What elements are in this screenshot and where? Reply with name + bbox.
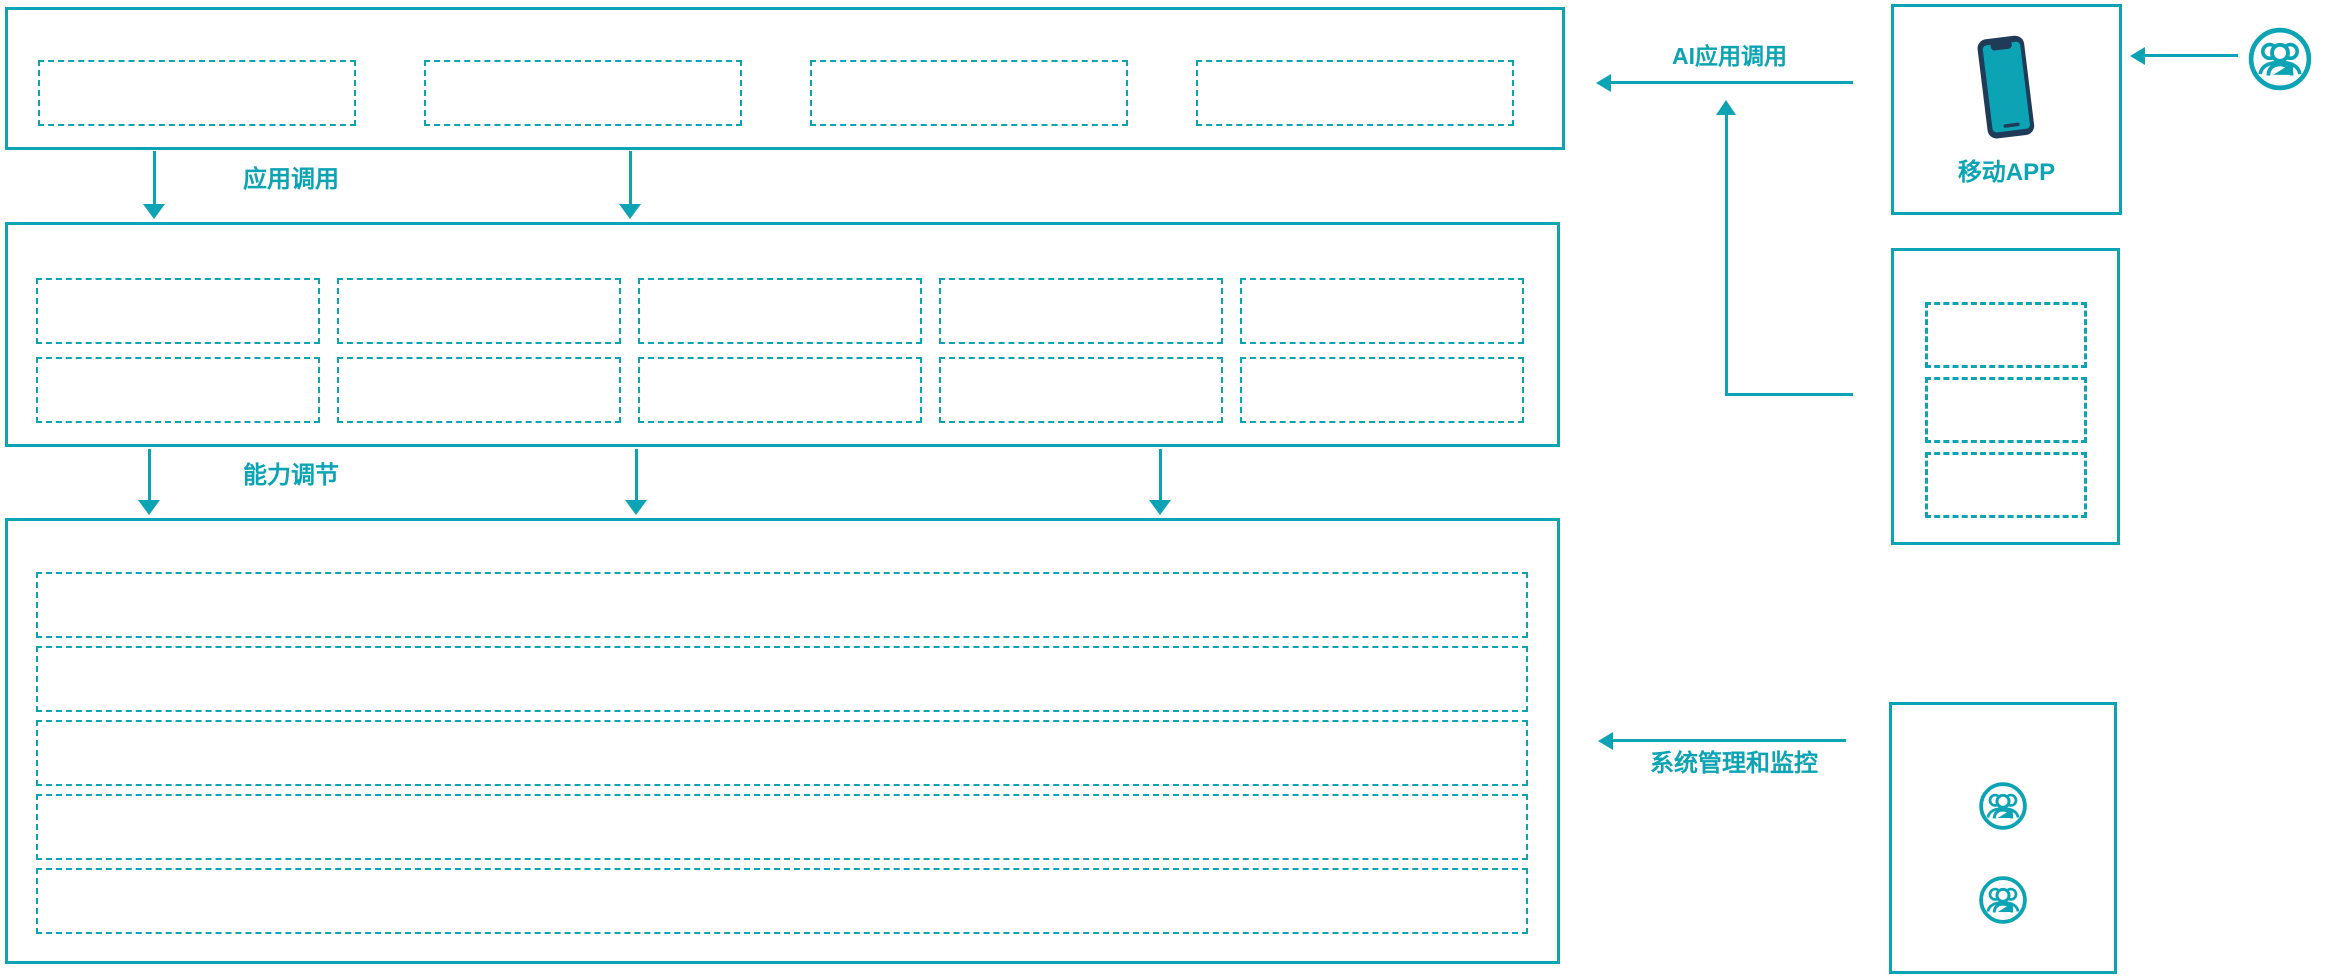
platform-placeholder-row xyxy=(36,720,1528,786)
user-group-icon xyxy=(2247,26,2313,92)
capability-placeholder-box xyxy=(638,357,922,423)
capability-placeholder-box xyxy=(337,278,621,344)
application-placeholder-box xyxy=(1196,60,1514,126)
admin-users-box xyxy=(1889,702,2117,974)
arrow-line xyxy=(1612,739,1846,742)
user-group-icon xyxy=(1978,875,2028,925)
arrow-line xyxy=(1610,81,1853,84)
arrow-line xyxy=(2144,54,2238,57)
api-placeholder-box xyxy=(1924,452,2087,518)
left-arrowhead-icon xyxy=(1596,74,1611,92)
api-placeholder-box xyxy=(1924,302,2087,368)
application-placeholder-box xyxy=(424,60,742,126)
capability-layer-box xyxy=(5,222,1560,447)
capability-placeholder-box xyxy=(1240,357,1524,423)
left-arrowhead-icon xyxy=(2130,47,2145,65)
capability-placeholder-box xyxy=(939,278,1223,344)
up-arrowhead-icon xyxy=(1716,100,1736,115)
api-placeholder-box xyxy=(1924,377,2087,443)
down-arrow-icon xyxy=(138,449,160,515)
capability-placeholder-box xyxy=(36,278,320,344)
mobile-app-box: 移动APP xyxy=(1891,4,2122,215)
platform-layer-box xyxy=(5,518,1560,964)
down-arrow-icon xyxy=(619,151,641,219)
app-call-label: 应用调用 xyxy=(243,166,339,193)
connector-line xyxy=(1725,114,1728,395)
capability-placeholder-box xyxy=(1240,278,1524,344)
down-arrow-icon xyxy=(143,151,165,219)
platform-placeholder-row xyxy=(36,572,1528,638)
smartphone-icon xyxy=(1971,35,2043,141)
ai-app-call-label: AI应用调用 xyxy=(1672,43,1787,69)
left-arrowhead-icon xyxy=(1598,732,1613,750)
user-group-icon xyxy=(1978,781,2028,831)
capability-placeholder-box xyxy=(638,278,922,344)
capability-placeholder-box xyxy=(939,357,1223,423)
application-layer-box xyxy=(5,7,1565,150)
platform-placeholder-row xyxy=(36,794,1528,860)
capability-placeholder-box xyxy=(36,357,320,423)
platform-placeholder-row xyxy=(36,646,1528,712)
application-placeholder-box xyxy=(810,60,1128,126)
capability-placeholder-box xyxy=(337,357,621,423)
down-arrow-icon xyxy=(625,449,647,515)
platform-placeholder-row xyxy=(36,868,1528,934)
connector-line xyxy=(1725,393,1853,396)
system-management-label: 系统管理和监控 xyxy=(1650,750,1818,777)
capability-adjust-label: 能力调节 xyxy=(243,462,339,489)
api-panel-box xyxy=(1891,248,2120,545)
mobile-app-label: 移动APP xyxy=(1957,159,2056,186)
down-arrow-icon xyxy=(1149,449,1171,515)
application-placeholder-box xyxy=(38,60,356,126)
